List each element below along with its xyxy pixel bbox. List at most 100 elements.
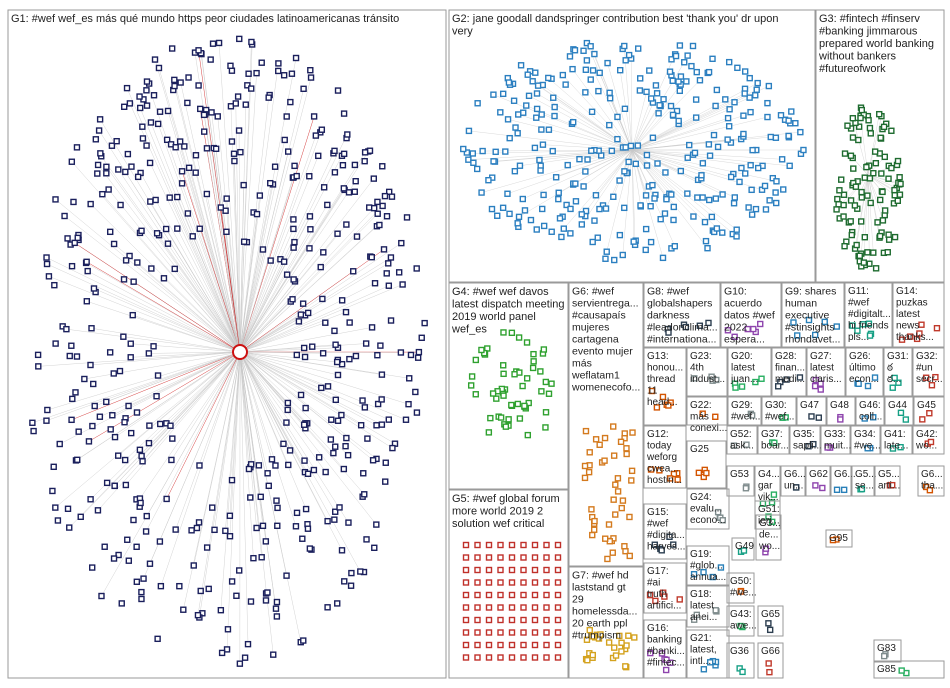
g1-node [136, 446, 144, 454]
group-panel-g31: G31:ఠఠ... [883, 347, 913, 397]
g1-node [148, 265, 155, 272]
g1-edge [175, 351, 241, 530]
g2-node [647, 238, 655, 246]
g1-node [374, 351, 381, 359]
g5-node [531, 629, 539, 636]
group-label-g51-line-0: G51: [758, 504, 780, 515]
g1-node [94, 170, 101, 177]
group-panel-border [7, 9, 447, 679]
g1-node [320, 184, 328, 191]
g1-node [338, 411, 345, 419]
group-label-g24-line-2: econo... [690, 515, 726, 526]
g1-node [109, 412, 116, 419]
g1-node [274, 522, 281, 529]
g1-edge [180, 82, 241, 353]
g2-edge [631, 84, 681, 151]
g2-node [663, 196, 670, 203]
g1-edge [235, 103, 241, 353]
g2-node [533, 114, 540, 121]
g5-node [554, 654, 562, 661]
g3-node [888, 127, 895, 134]
g1-edge [80, 351, 241, 517]
g1-node [342, 442, 349, 450]
g1-node [92, 136, 100, 143]
g1-node [361, 149, 369, 156]
g1-edge [239, 191, 390, 353]
g2-node [516, 162, 524, 169]
g1-node [217, 204, 224, 211]
group-label-g4x-line-0: G4... [758, 469, 780, 480]
g1-edge [97, 351, 241, 511]
g1-edge [239, 351, 305, 425]
g5-node [474, 591, 481, 599]
g1-node [290, 216, 297, 223]
g2-node [588, 108, 596, 115]
g2-node [754, 164, 762, 172]
g7-node [611, 644, 618, 651]
g5-node [474, 541, 481, 549]
g1-node [414, 354, 422, 361]
g1-node [200, 111, 208, 119]
group-panel-g83: G83 [873, 639, 902, 663]
g4-node [542, 378, 550, 386]
group-label-g13-line-0: G13: [647, 351, 669, 362]
g1-edge [239, 351, 273, 460]
g2-node [699, 160, 707, 167]
g1-node [56, 440, 63, 448]
group-label-g29-line-0: G29: [731, 400, 753, 411]
group-label-g17-line-0: G17: [647, 566, 669, 577]
group-panel-g53: G53 [726, 465, 755, 497]
g2-node [766, 197, 773, 204]
group-panel-border [726, 425, 758, 455]
g5-node [485, 629, 493, 636]
g1-node [361, 404, 369, 411]
group-label-g10-line-1: acuerdo [724, 298, 762, 310]
g1-node [133, 578, 141, 585]
group-panel-border [755, 514, 782, 561]
g2-node [714, 143, 722, 151]
g2-node [632, 160, 640, 168]
g1-node [306, 173, 313, 180]
g1-node [405, 400, 412, 408]
g5-node [543, 641, 550, 649]
g1-edge [48, 276, 241, 353]
g1-node [138, 452, 145, 460]
g1-node [259, 246, 267, 253]
group-label-g18-line-1: latest [690, 601, 714, 612]
g2-node [566, 53, 574, 60]
g4-node [537, 368, 544, 375]
group-panel-border [757, 425, 790, 455]
g1-node [134, 173, 142, 181]
g5-node [520, 641, 527, 649]
g1-node [253, 210, 261, 218]
g1-edge [215, 148, 241, 353]
g1-node [84, 267, 91, 275]
g1-node [68, 158, 76, 165]
g2-node [521, 207, 529, 214]
g3-node [874, 219, 881, 226]
group-label-g3x-line-0: G3... [759, 518, 781, 529]
g5-node [474, 566, 481, 574]
g2-node [692, 114, 700, 121]
g1-node [300, 637, 307, 644]
g1-node [177, 79, 184, 86]
g2-node [474, 165, 481, 173]
group-label-g5b-line-0: G5... [878, 469, 900, 480]
g5-node [485, 616, 493, 624]
g1-edge [239, 351, 377, 525]
g4-node [500, 362, 507, 369]
group-node-g5a [858, 485, 866, 493]
group-node-g26 [855, 380, 862, 387]
g5-node [554, 591, 562, 599]
g5-node [543, 566, 550, 574]
g1-node [83, 298, 91, 305]
g1-edge [64, 215, 241, 353]
group-node-g51 [765, 513, 772, 520]
g2-node [569, 118, 577, 126]
g1-node [87, 496, 94, 503]
g1-node [44, 406, 51, 414]
g5-node [462, 579, 470, 586]
g1-node [164, 107, 172, 115]
g2-node [688, 62, 695, 70]
g2-node [492, 148, 499, 156]
